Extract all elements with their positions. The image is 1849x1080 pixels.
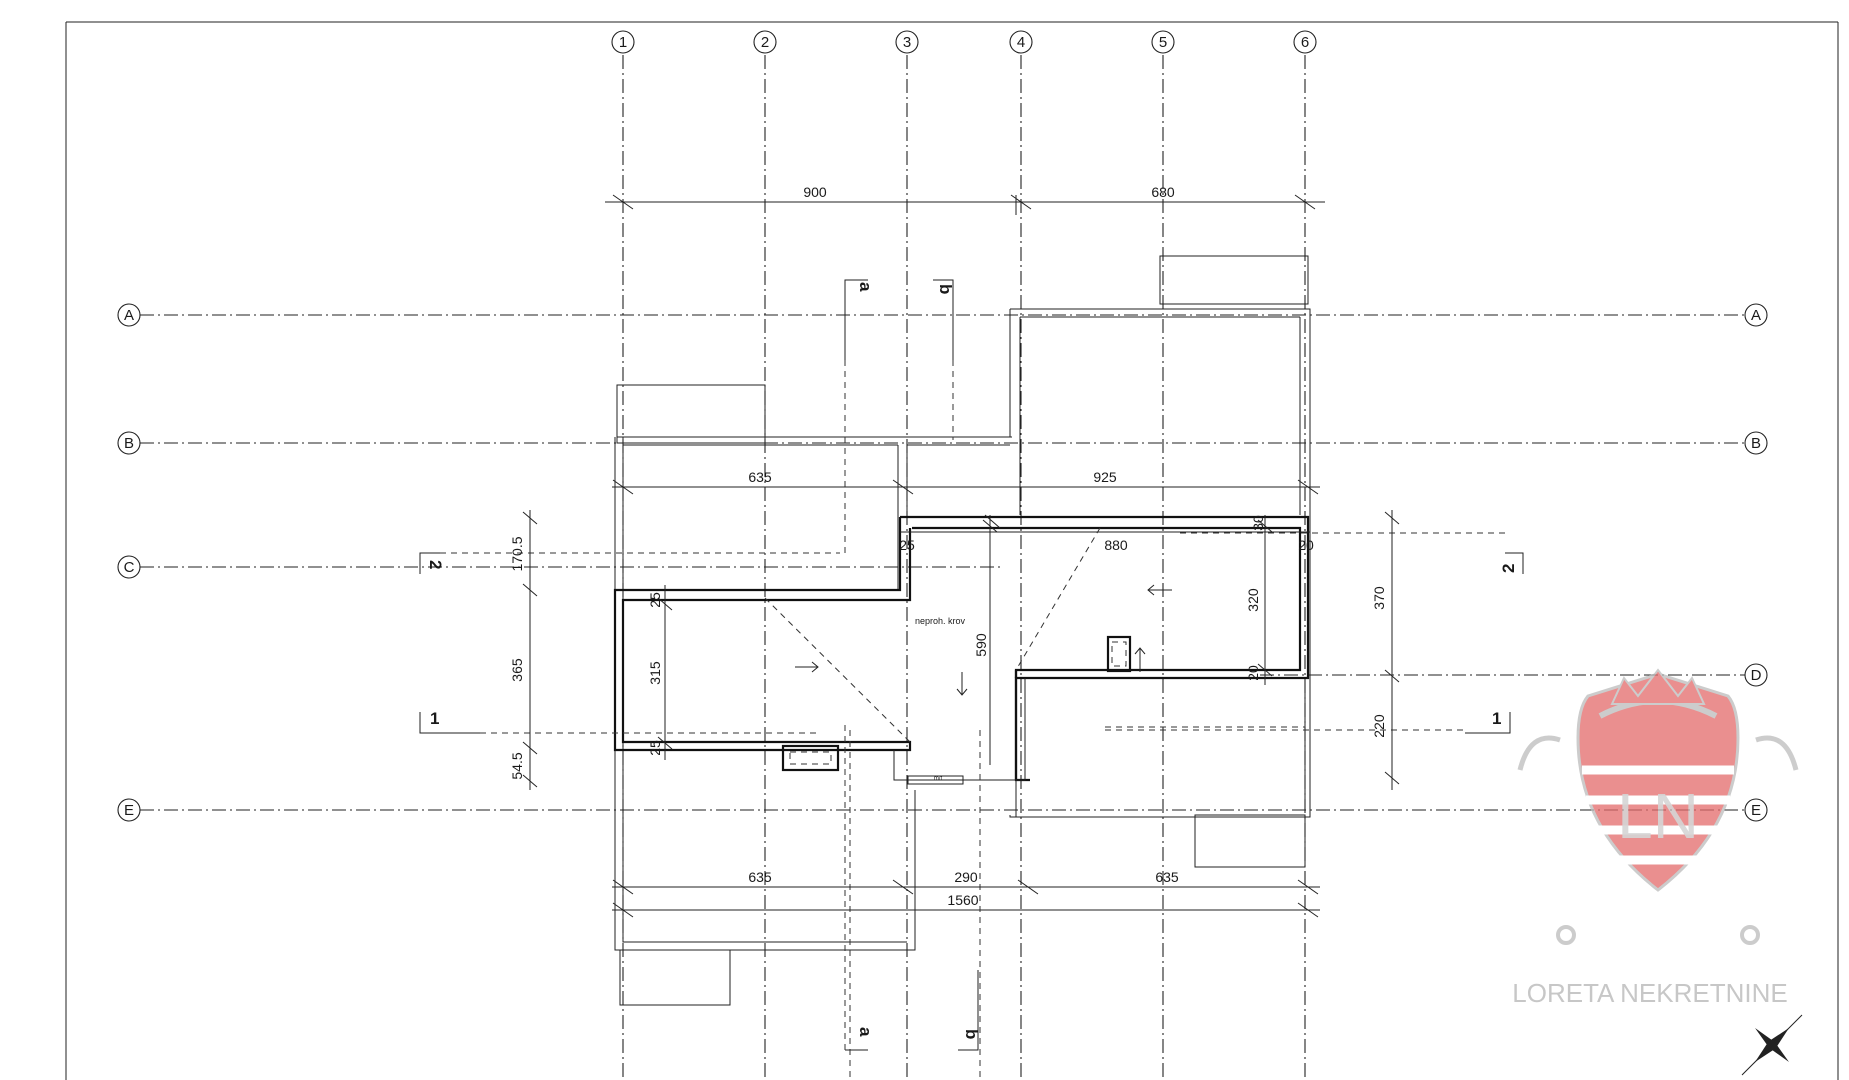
dim-1560: 1560	[947, 892, 978, 908]
svg-text:1: 1	[430, 709, 439, 728]
svg-text:A: A	[124, 307, 134, 324]
dim-170-5: 170.5	[509, 536, 525, 571]
row-bubble-B-left: B	[117, 431, 141, 455]
svg-text:a: a	[856, 1027, 875, 1037]
watermark-logo: LN LORETA NEKRETNINE	[1512, 668, 1799, 1008]
dim-320: 320	[1245, 588, 1261, 612]
chimney-right	[1106, 635, 1132, 673]
section-1-right	[1465, 712, 1511, 734]
dim-635-bottom-left: 635	[748, 869, 772, 885]
svg-text:C: C	[124, 559, 135, 576]
row-bubble-D-right: D	[1744, 663, 1768, 687]
column-bubble-4: 4	[1009, 30, 1033, 54]
dim-25-upper: 25	[647, 592, 663, 608]
section-2-left	[419, 552, 440, 574]
row-bubble-B-right: B	[1744, 431, 1768, 455]
dim-635-bottom-right: 635	[1155, 869, 1179, 885]
column-label: 6	[1301, 34, 1309, 51]
dim-20-bottom: 20	[1245, 665, 1261, 681]
svg-text:a: a	[856, 282, 875, 292]
dim-590: 590	[973, 633, 989, 657]
dimension-lines: 900 680 635 925 880 25 20 30 320 20 590 …	[509, 184, 1400, 918]
dim-25-c: 25	[899, 537, 915, 553]
dim-290: 290	[954, 869, 978, 885]
svg-text:D: D	[1751, 667, 1762, 684]
svg-text:E: E	[1751, 802, 1761, 819]
svg-text:A: A	[1751, 307, 1761, 324]
svg-text:B: B	[1751, 435, 1761, 452]
row-bubble-A-right: A	[1744, 303, 1768, 327]
row-bubble-E-right: E	[1744, 798, 1768, 822]
dim-370: 370	[1371, 586, 1387, 610]
section-2-right	[1505, 552, 1524, 574]
svg-text:2: 2	[1499, 564, 1518, 573]
small-symbol: m/t	[934, 776, 943, 782]
column-bubble-1: 1	[611, 30, 635, 54]
roof-slope-lines	[764, 527, 1305, 1080]
slope-arrows	[795, 584, 1172, 696]
column-bubble-5: 5	[1151, 30, 1175, 54]
drawing-frame	[65, 21, 1839, 1080]
column-bubble-3: 3	[895, 30, 919, 54]
row-axes	[140, 314, 1745, 811]
dim-900: 900	[803, 184, 827, 200]
svg-text:b: b	[962, 1029, 981, 1039]
dim-30: 30	[1250, 515, 1266, 531]
svg-text:2: 2	[426, 560, 445, 569]
column-label: 1	[619, 34, 627, 51]
column-bubble-6: 6	[1293, 30, 1317, 54]
dim-315: 315	[647, 661, 663, 685]
dim-20-top: 20	[1298, 537, 1314, 553]
section-b-top	[933, 279, 954, 360]
watermark-crown	[1610, 668, 1706, 705]
watermark-company: LORETA NEKRETNINE	[1512, 978, 1787, 1008]
column-label: 5	[1159, 34, 1167, 51]
dim-25-lower: 25	[647, 740, 663, 756]
roof-note: neproh. krov	[915, 616, 966, 626]
section-b-bottom	[958, 970, 979, 1051]
dim-635-upper: 635	[748, 469, 772, 485]
dim-925: 925	[1093, 469, 1117, 485]
column-bubble-2: 2	[753, 30, 777, 54]
row-bubbles: A A B B C D E E	[117, 303, 1768, 822]
column-label: 3	[903, 34, 911, 51]
section-markers: a b a b 2 2 1 1	[419, 279, 1524, 1051]
section-1-left	[419, 712, 480, 734]
column-bubbles: 1 2 3 4 5 6	[611, 30, 1317, 54]
svg-text:1: 1	[1492, 709, 1501, 728]
roof-openings	[781, 635, 1132, 785]
svg-text:E: E	[124, 802, 134, 819]
row-bubble-C-left: C	[117, 555, 141, 579]
row-bubble-A-left: A	[117, 303, 141, 327]
watermark-monogram: LN	[1617, 780, 1699, 852]
dim-880: 880	[1104, 537, 1128, 553]
north-arrow-icon	[1741, 1014, 1803, 1076]
drain-grate	[907, 775, 964, 785]
dim-680: 680	[1151, 184, 1175, 200]
roof-outline	[613, 515, 1310, 782]
row-bubble-E-left: E	[117, 798, 141, 822]
dim-54-5: 54.5	[509, 752, 525, 779]
svg-text:B: B	[124, 435, 134, 452]
dim-365: 365	[509, 658, 525, 682]
svg-text:b: b	[936, 284, 955, 294]
column-label: 4	[1017, 34, 1025, 51]
roof-window-left	[781, 744, 840, 772]
section-a-top	[844, 279, 868, 360]
column-label: 2	[761, 34, 769, 51]
dim-220: 220	[1371, 714, 1387, 738]
